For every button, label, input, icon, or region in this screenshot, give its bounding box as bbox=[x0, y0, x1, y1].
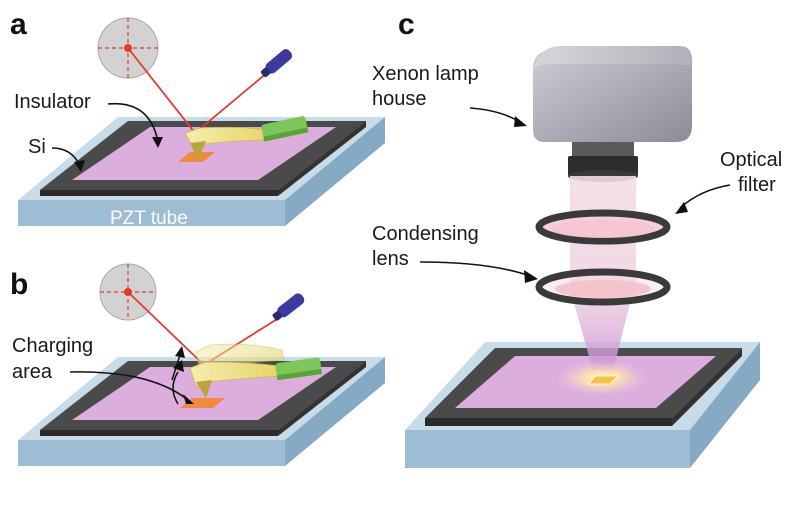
cantilever-a bbox=[184, 126, 273, 160]
charging-label-line2: area bbox=[12, 361, 53, 383]
charging-label-line1: Charging bbox=[12, 335, 93, 357]
laser-beam-reflected-b bbox=[127, 291, 205, 366]
probe-holder-a bbox=[261, 116, 309, 142]
charging-square-a bbox=[178, 152, 215, 162]
oscillation-arrow bbox=[172, 371, 179, 405]
panel-c-label: c bbox=[398, 8, 415, 41]
lens-label-line2: lens bbox=[372, 248, 409, 270]
pzt-tube-label: PZT tube bbox=[110, 208, 188, 229]
laser-diode-a bbox=[260, 49, 293, 78]
illuminated-area bbox=[586, 375, 620, 385]
focused-light-cone bbox=[572, 296, 632, 374]
lens-label-line1: Condensing bbox=[372, 223, 479, 245]
lift-arrow bbox=[171, 354, 181, 381]
panel-a-label: a bbox=[10, 8, 27, 41]
lamp-label-line1: Xenon lamp bbox=[372, 63, 479, 85]
laser-beam-reflected-a bbox=[127, 47, 196, 134]
filter-label-line2: filter bbox=[738, 174, 776, 196]
charging-arrow-head bbox=[183, 394, 194, 404]
si-arrow-head bbox=[74, 160, 85, 172]
panel-c: c bbox=[372, 8, 782, 468]
insulator-arrow-head bbox=[152, 137, 163, 148]
cantilever-b bbox=[189, 343, 285, 398]
lamp-label-line2: house bbox=[372, 88, 427, 110]
charging-arrow bbox=[69, 371, 189, 401]
panel-a: a PZT tube bbox=[10, 8, 385, 229]
insulator-arrow bbox=[107, 102, 159, 143]
filter-arrow bbox=[679, 184, 731, 209]
optical-filter bbox=[535, 209, 671, 245]
lens-arrow bbox=[419, 261, 531, 277]
probe-holder-b bbox=[275, 357, 323, 381]
laser-beam-incident-a bbox=[194, 71, 269, 134]
lamp-arrow-head bbox=[514, 116, 527, 127]
insulator-label: Insulator bbox=[14, 91, 91, 113]
panel-b: b bbox=[10, 263, 385, 466]
xenon-lamp-house bbox=[533, 46, 693, 142]
filter-label-line1: Optical bbox=[720, 149, 782, 171]
lens-arrow-head bbox=[524, 270, 538, 283]
lamp-arrow bbox=[469, 107, 521, 123]
lift-arrow-head bbox=[175, 346, 185, 358]
filter-arrow-head bbox=[675, 202, 688, 214]
charging-square-b bbox=[180, 398, 225, 408]
panel-b-label: b bbox=[10, 268, 28, 301]
si-label: Si bbox=[28, 136, 46, 158]
condensing-lens bbox=[535, 268, 671, 306]
laser-diode-b bbox=[272, 293, 305, 321]
